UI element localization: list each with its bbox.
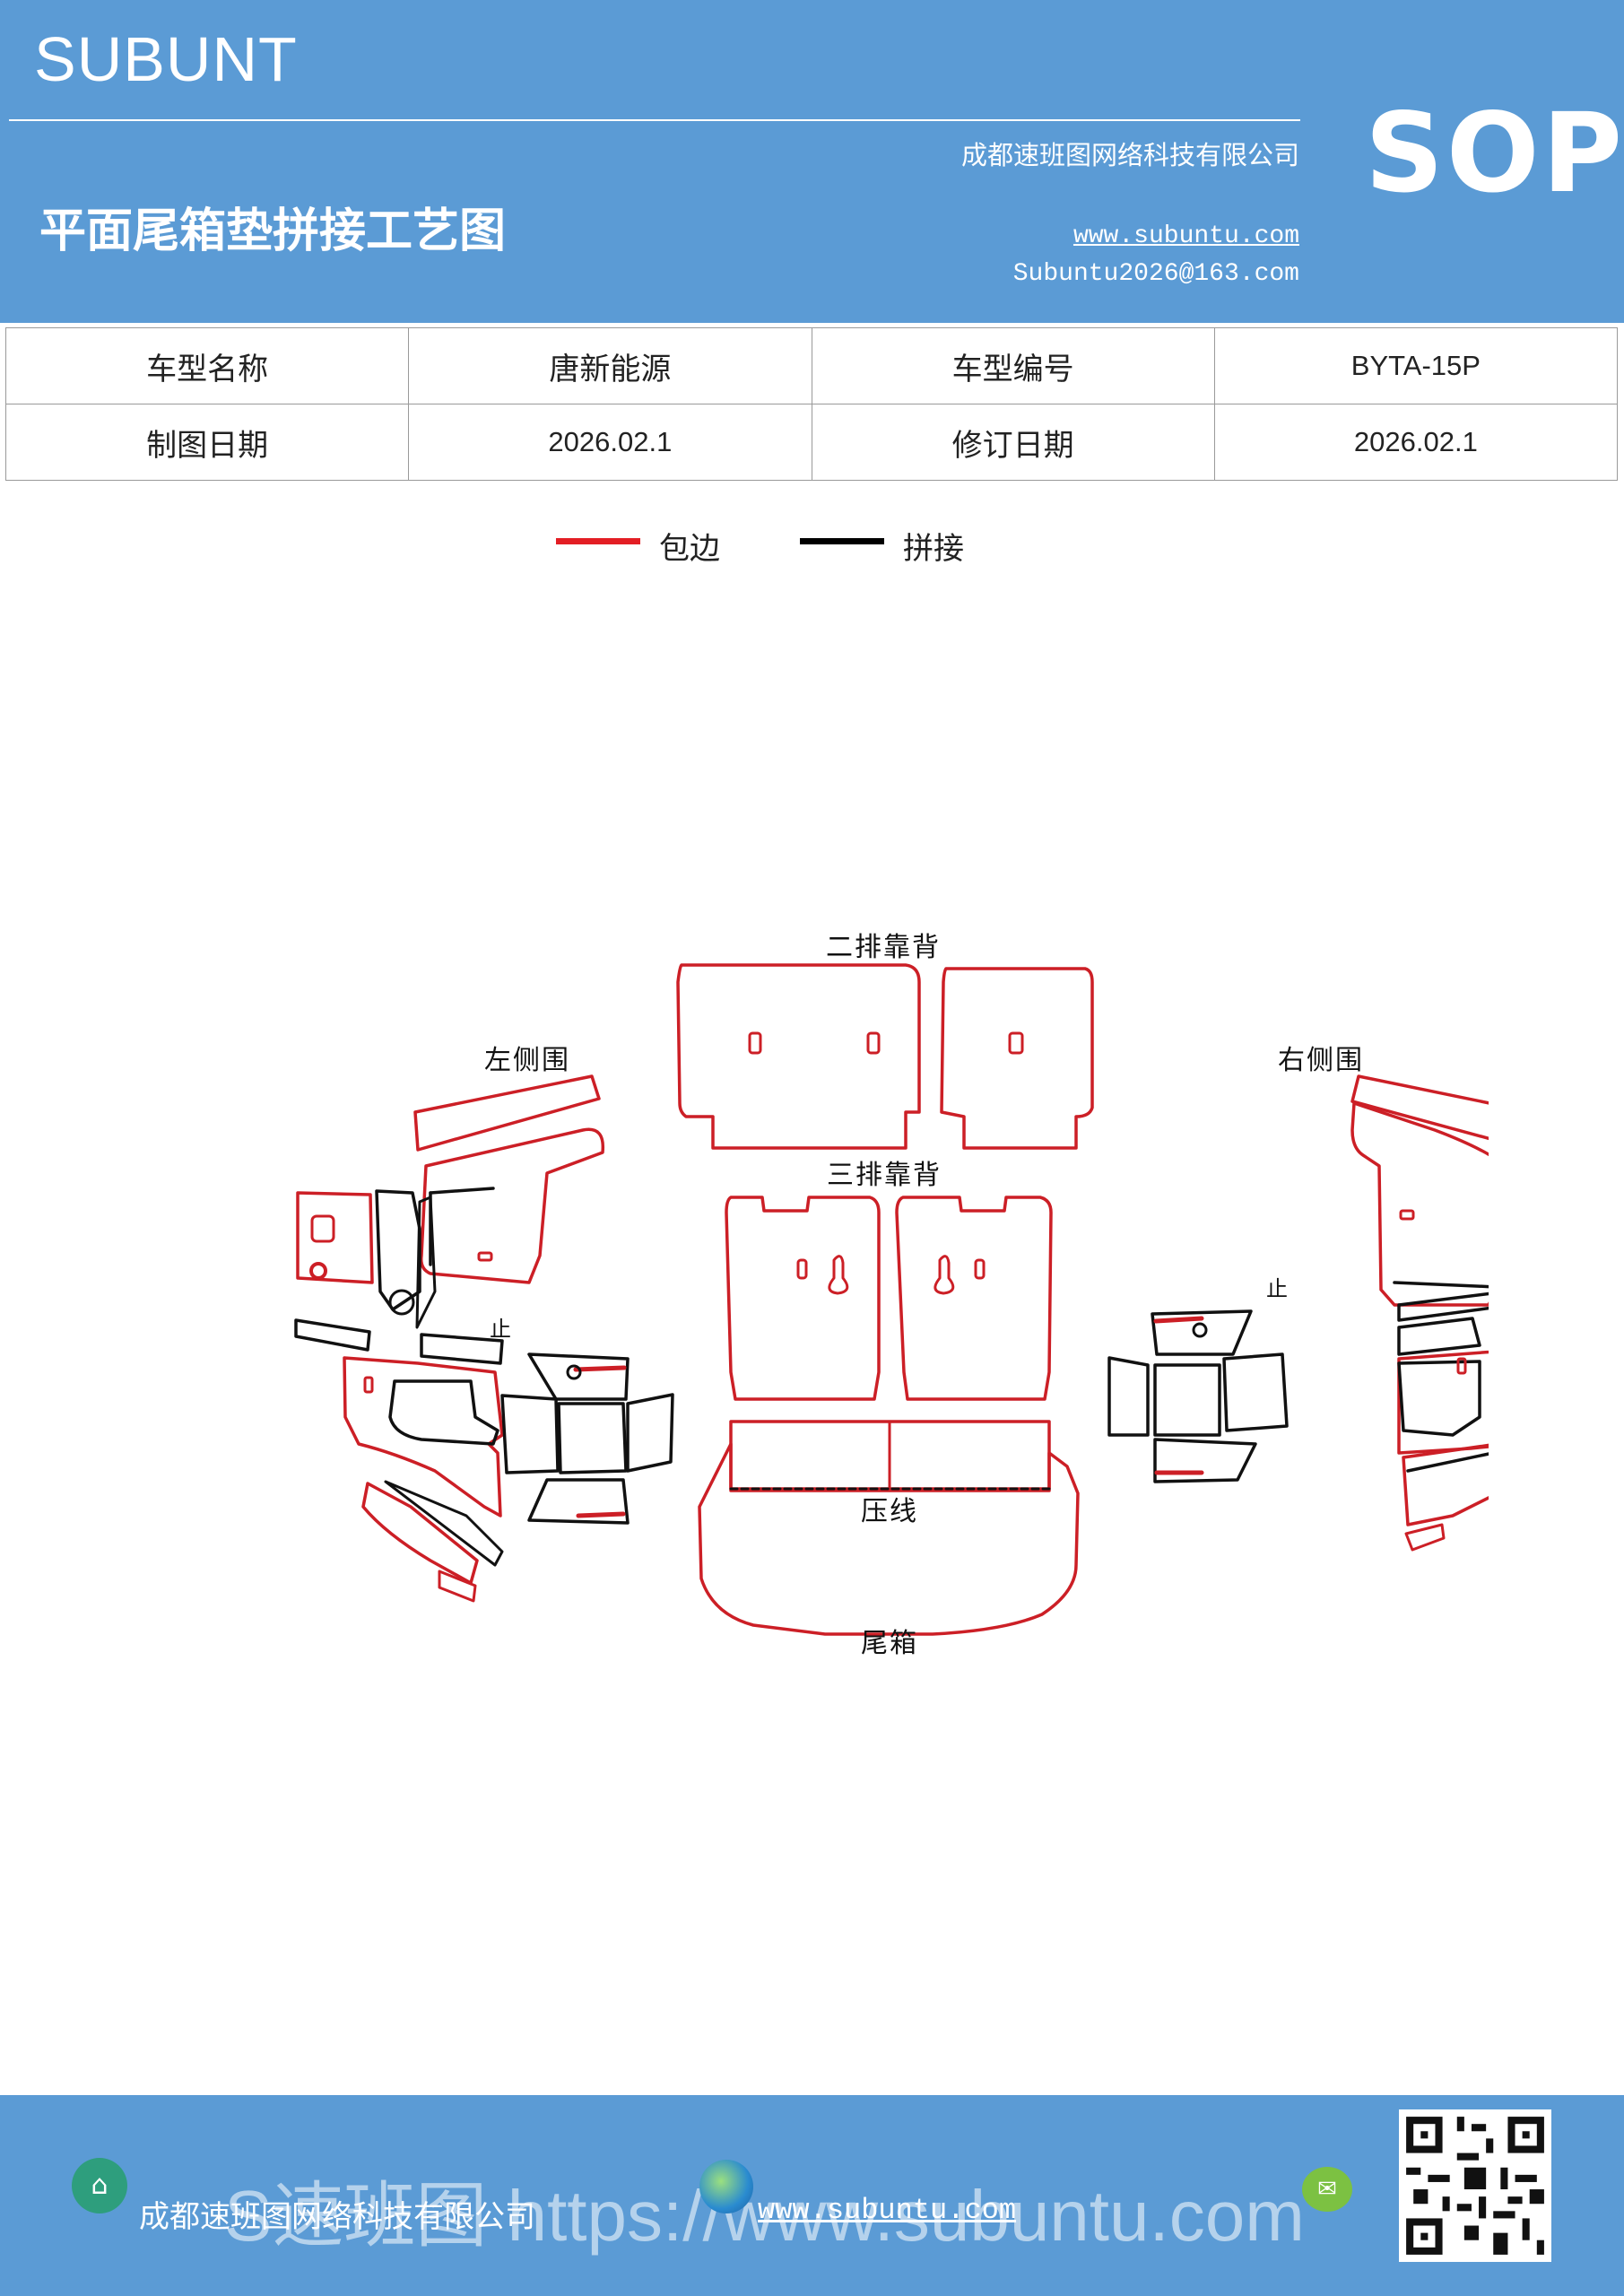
page-footer: ⌂ S速班图 https://www.subuntu.com 成都速班图网络科技…: [0, 2095, 1624, 2296]
right-side-panels: [1350, 1074, 1489, 1552]
qr-code[interactable]: [1399, 2109, 1551, 2262]
brand-logo: SUBUNT: [34, 24, 298, 94]
model-code-value: BYTA-15P: [1213, 327, 1619, 404]
document-title: 平面尾箱垫拼接工艺图: [39, 204, 507, 258]
label-second-row: 二排靠背: [826, 933, 941, 963]
left-side-panels: [294, 1074, 605, 1603]
company-name: 成都速班图网络科技有限公司: [960, 140, 1299, 170]
sop-badge: SOP: [1365, 90, 1624, 217]
label-left-side: 左侧围: [484, 1045, 570, 1076]
header-divider: [9, 119, 1300, 121]
model-name-label: 车型名称: [4, 327, 410, 404]
legend-seam-swatch: [800, 538, 884, 544]
wechat-icon: ✉: [1302, 2167, 1352, 2212]
label-right-side: 右侧围: [1278, 1045, 1364, 1076]
third-row-right-panel: [895, 1196, 1053, 1401]
table-row: 车型名称 唐新能源 车型编号 BYTA-15P: [4, 327, 1619, 404]
label-stop-right: 止: [1266, 1276, 1290, 1301]
footer-watermark: S速班图 https://www.subuntu.com: [224, 2176, 1305, 2256]
footer-company-name: 成都速班图网络科技有限公司: [139, 2199, 535, 2235]
second-row-right-panel: [940, 967, 1094, 1150]
second-row-left-panel: [676, 963, 921, 1150]
right-cushion-panels: [1107, 1309, 1289, 1483]
website-link[interactable]: www.subuntu.com: [1073, 222, 1299, 250]
splice-diagram: 二排靠背 三排靠背 左侧围 右侧围 压线 尾箱 止 止: [294, 933, 1489, 1659]
revise-date-label: 修订日期: [811, 404, 1215, 481]
legend-edge-label: 包边: [659, 531, 720, 567]
draw-date-value: 2026.02.1: [408, 404, 812, 481]
left-cushion-panels: [500, 1352, 674, 1525]
legend-seam-label: 拼接: [903, 531, 964, 567]
label-trunk: 尾箱: [861, 1628, 918, 1659]
third-row-left-panel: [725, 1196, 881, 1401]
footer-website-link[interactable]: www.subuntu.com: [758, 2194, 1017, 2227]
globe-icon: [699, 2160, 753, 2213]
label-third-row: 三排靠背: [827, 1160, 942, 1191]
building-icon: ⌂: [72, 2158, 127, 2213]
legend-edge-swatch: [556, 538, 640, 544]
info-table: 车型名称 唐新能源 车型编号 BYTA-15P 制图日期 2026.02.1 修…: [4, 327, 1619, 481]
label-press-line: 压线: [861, 1496, 918, 1527]
model-name-value: 唐新能源: [408, 327, 812, 404]
label-stop-left: 止: [490, 1317, 513, 1342]
email-address: Subuntu2026@163.com: [1012, 260, 1299, 288]
model-code-label: 车型编号: [811, 327, 1215, 404]
table-row: 制图日期 2026.02.1 修订日期 2026.02.1: [4, 404, 1619, 481]
draw-date-label: 制图日期: [4, 404, 410, 481]
trunk-floor-panel: [698, 1420, 1080, 1636]
legend: 包边 拼接: [0, 529, 1624, 574]
page-header: SUBUNT 平面尾箱垫拼接工艺图 成都速班图网络科技有限公司 www.subu…: [0, 0, 1624, 323]
revise-date-value: 2026.02.1: [1213, 404, 1619, 481]
